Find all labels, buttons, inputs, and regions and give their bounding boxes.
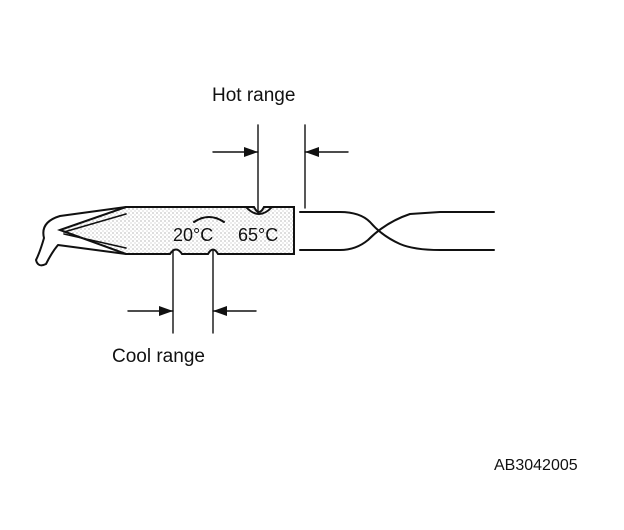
figure-code: AB3042005 xyxy=(494,457,578,474)
dipstick-hook xyxy=(35,206,127,267)
cool-range-label: Cool range xyxy=(112,346,205,367)
hot-range-label: Hot range xyxy=(212,85,295,106)
cool-range-dimension xyxy=(127,249,257,334)
hot-range-dimension xyxy=(212,124,349,215)
temp-label-65c: 65°C xyxy=(238,225,278,245)
temp-label-20c: 20°C xyxy=(173,225,213,245)
dipstick-shaft xyxy=(299,211,495,251)
